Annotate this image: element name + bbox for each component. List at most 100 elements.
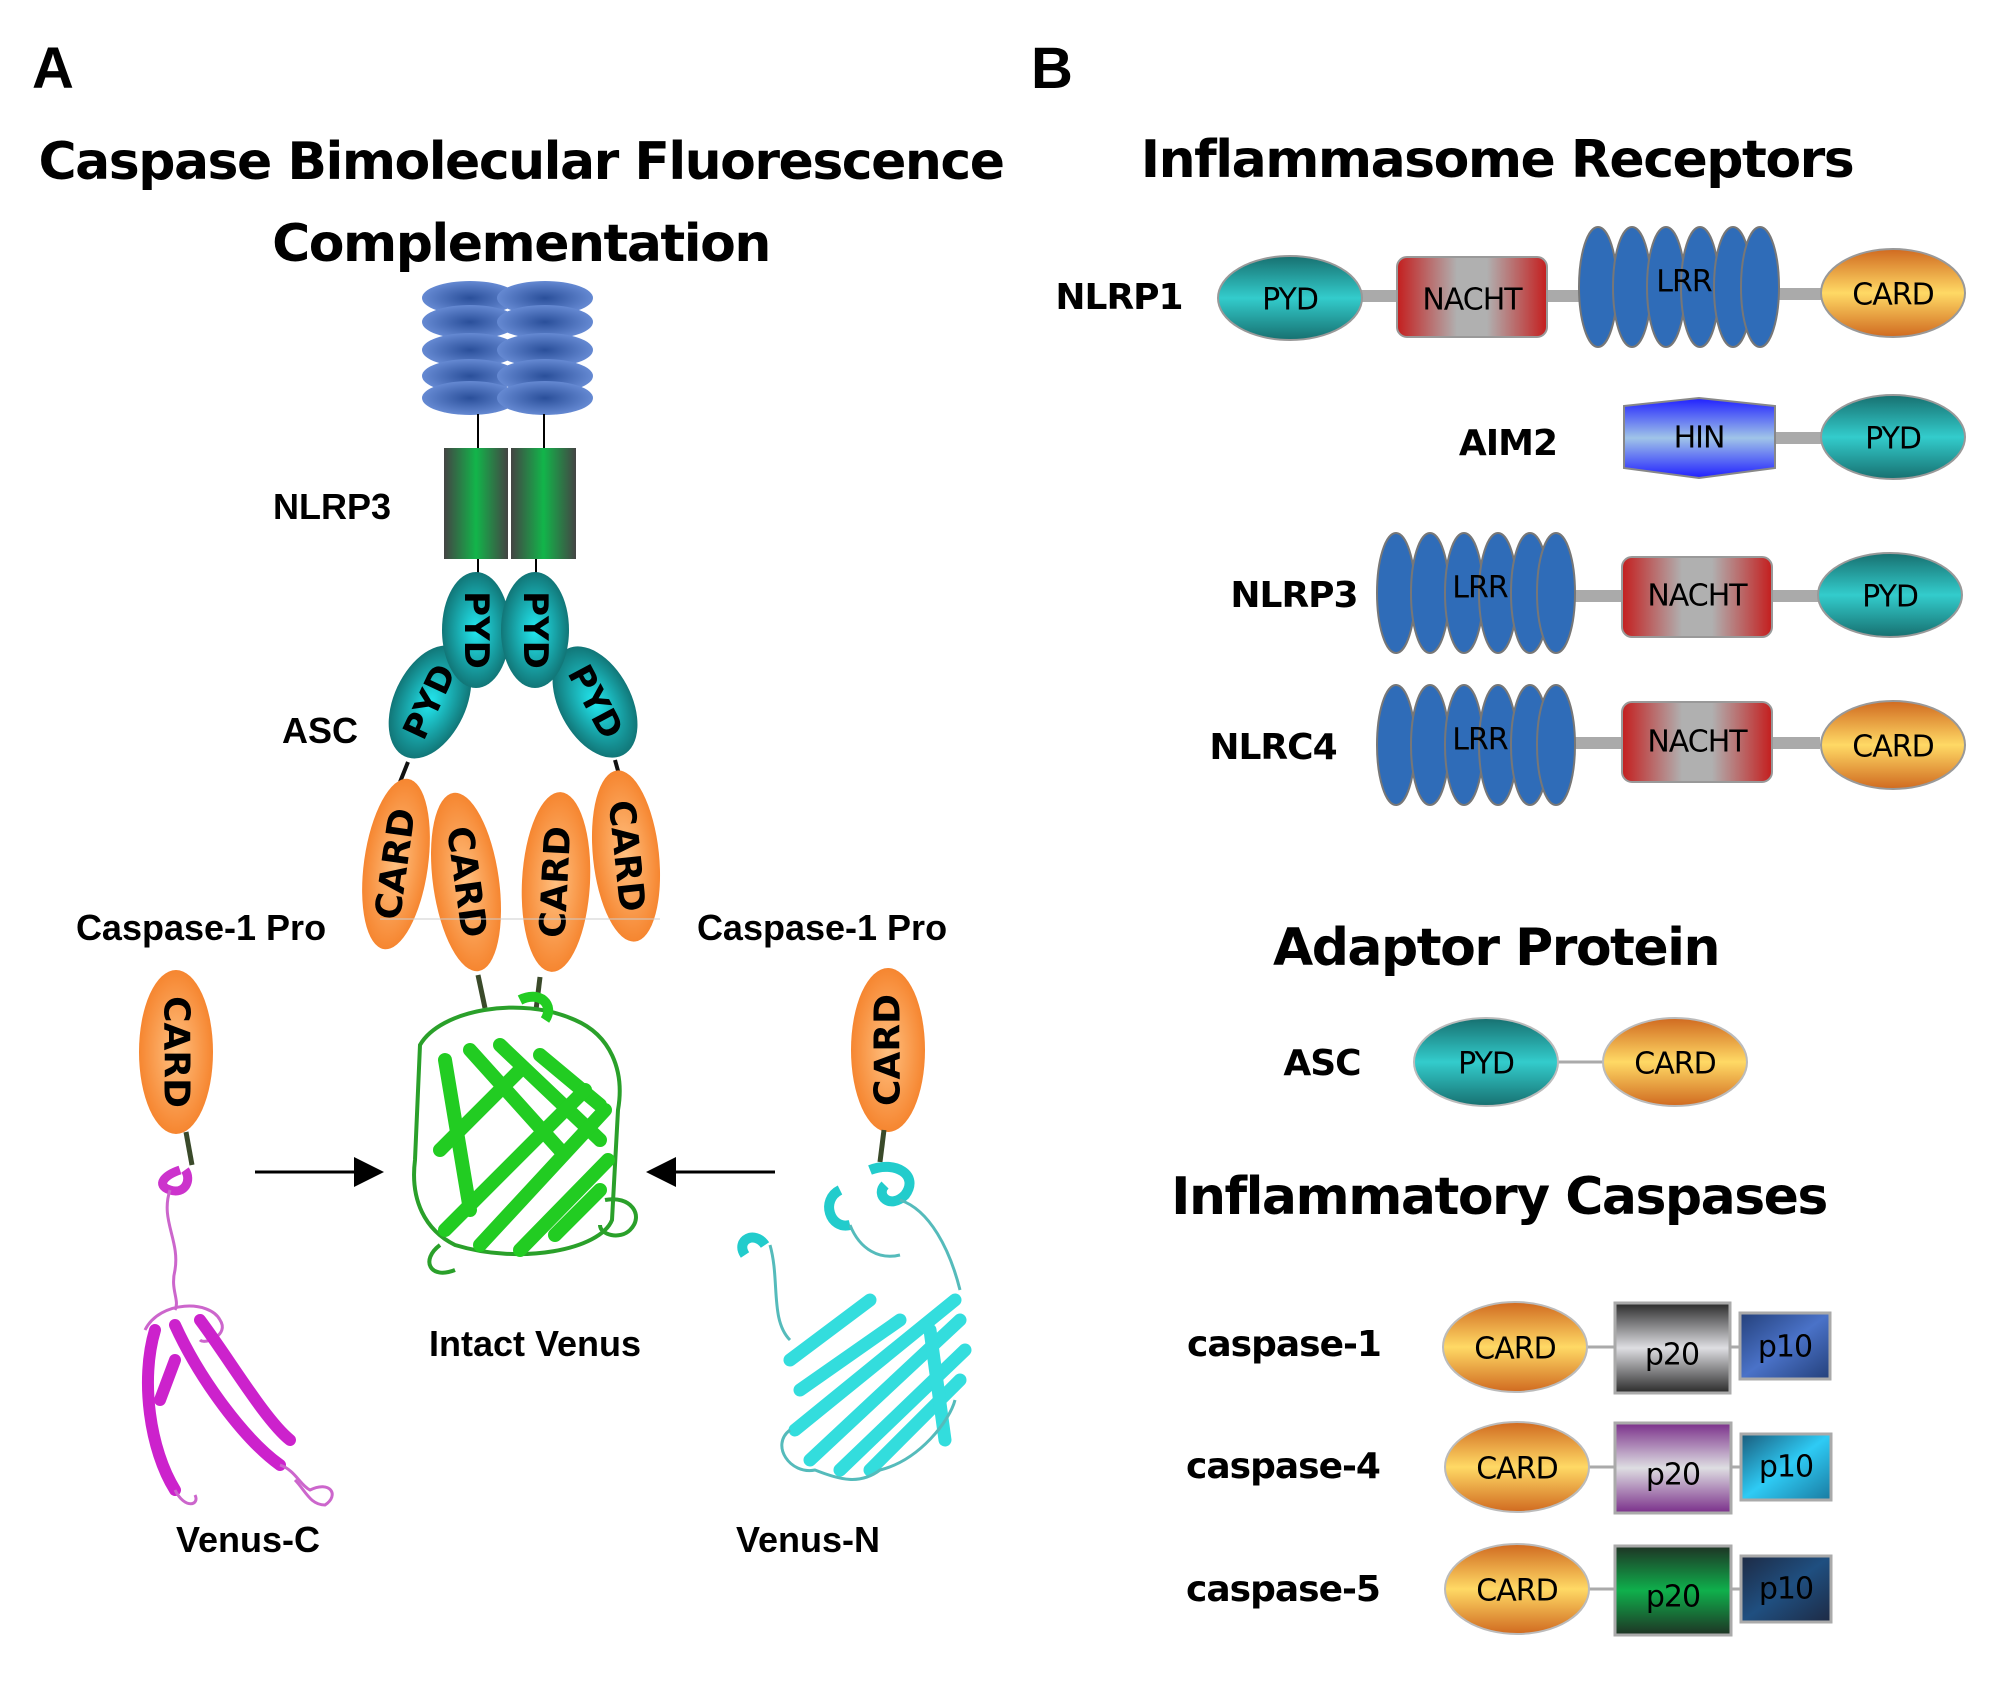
card-domain (431, 792, 501, 972)
card-domain (1444, 1421, 1590, 1513)
lrr-label: LRR (1452, 571, 1508, 606)
panel-a-letter: A (32, 36, 74, 101)
aim2-label: AIM2 (1458, 423, 1558, 464)
caspase-1-architecture: CARD p20 p10 (1442, 1301, 1832, 1395)
p20-domain (1613, 1544, 1733, 1637)
nlrp3-receptor-label: NLRP3 (1230, 575, 1358, 616)
card-domain (1442, 1301, 1588, 1393)
linker (1572, 590, 1622, 602)
p20-label: p20 (1646, 1580, 1700, 1615)
caspases-title: Inflammatory Caspases (1171, 1167, 1828, 1227)
venus-n-structure (737, 1161, 972, 1481)
card-domain (521, 792, 591, 972)
card-label: CARD (1476, 1452, 1557, 1487)
venus-n-label: Venus-N (735, 1519, 881, 1560)
lrr-repeat (422, 381, 518, 415)
p20-label: p20 (1645, 1338, 1699, 1373)
lrr-repeat (422, 305, 518, 339)
receptors-title: Inflammasome Receptors (1140, 130, 1855, 190)
caspase-5-label: caspase-5 (1186, 1569, 1381, 1610)
lrr-domain (1578, 226, 1780, 348)
card-domain (1602, 1017, 1748, 1107)
p20-label: p20 (1646, 1458, 1700, 1493)
pyd-label: PYD (1862, 580, 1918, 615)
nacht-domain (1396, 256, 1548, 338)
pyd-label: PYD (1865, 422, 1921, 457)
caspase-left-card: CARD (139, 970, 213, 1134)
caspase-1-pro-left-label: Caspase-1 Pro (75, 907, 327, 948)
lrr-domain (1376, 532, 1576, 654)
card-label: CARD (533, 825, 580, 939)
pyd-label: PYD (1262, 283, 1318, 318)
linker (398, 761, 410, 783)
pyd-domain (1413, 1017, 1559, 1107)
lrr-repeat (422, 281, 518, 315)
asc-architecture: PYD CARD (1413, 1017, 1748, 1107)
panel-b-letter: B (1031, 36, 1073, 101)
nacht-label: NACHT (1647, 725, 1748, 760)
pyd-domain (1217, 255, 1363, 341)
caspase-4-architecture: CARD p20 p10 (1444, 1421, 1833, 1515)
p10-domain (1738, 1311, 1832, 1381)
pyd-domain (1817, 552, 1963, 638)
adaptor-title: Adaptor Protein (1272, 918, 1721, 978)
p10-label: p10 (1759, 1572, 1813, 1607)
card-domain (591, 770, 661, 942)
nlrp1-label: NLRP1 (1055, 277, 1183, 318)
linker (1775, 288, 1823, 300)
card-domain (1444, 1543, 1590, 1635)
linker (1572, 737, 1622, 749)
nlrp3-label: NLRP3 (272, 486, 392, 527)
lrr-repeat (497, 381, 593, 415)
linker (1775, 432, 1823, 444)
card-domain (1820, 248, 1966, 338)
lrr-stack-right (497, 281, 593, 415)
linker (475, 974, 488, 1009)
panel-a-title-line2: Complementation (272, 214, 771, 274)
intact-venus-label: Intact Venus (428, 1323, 642, 1364)
panel-a-title-line1: Caspase Bimolecular Fluorescence (38, 132, 1005, 192)
lrr-repeat (422, 333, 518, 367)
p10-domain (1739, 1554, 1833, 1624)
p10-label: p10 (1758, 1330, 1812, 1365)
card-label: CARD (156, 996, 197, 1108)
p10-label: p10 (1759, 1450, 1813, 1485)
p20-domain (1613, 1301, 1732, 1395)
asc-label: ASC (281, 710, 359, 751)
card-label: CARD (1852, 730, 1933, 765)
card-label: CARD (1852, 278, 1933, 313)
card-domain (139, 970, 213, 1134)
aim2-architecture: HIN PYD (1623, 394, 1966, 480)
lrr-label: LRR (1452, 723, 1508, 758)
nacht-label: NACHT (1647, 579, 1748, 614)
pyd-domain (1820, 394, 1966, 480)
pyd-label: PYD (456, 591, 496, 669)
card-domain (851, 968, 925, 1132)
linker (1770, 590, 1820, 602)
lrr-repeat (497, 281, 593, 315)
venus-c-label: Venus-C (175, 1519, 321, 1560)
pyd-domain (552, 646, 638, 758)
hin-domain (1623, 396, 1776, 480)
caspase-5-architecture: CARD p20 p10 (1444, 1543, 1833, 1637)
pyd-label: PYD (515, 591, 555, 669)
nlrc4-label: NLRC4 (1209, 727, 1337, 768)
linker (877, 1129, 887, 1163)
card-cluster: CARD CARD CARD CARD (362, 770, 661, 972)
lrr-stack-left (422, 281, 518, 415)
pyd-cluster: PYD PYD PYD PYD (388, 572, 638, 759)
hin-label: HIN (1674, 421, 1725, 456)
linker (183, 1131, 195, 1166)
lrr-label: LRR (1656, 265, 1712, 300)
venus-c-structure (142, 1165, 334, 1507)
intact-venus-structure (412, 974, 638, 1275)
nacht-label: NACHT (1422, 283, 1523, 318)
pyd-domain (501, 572, 569, 688)
linker (1546, 290, 1582, 302)
linker (1355, 290, 1397, 302)
pyd-domain (388, 645, 472, 759)
lrr-domain (1376, 684, 1576, 806)
card-label: CARD (1634, 1047, 1715, 1082)
lrr-repeat (497, 305, 593, 339)
